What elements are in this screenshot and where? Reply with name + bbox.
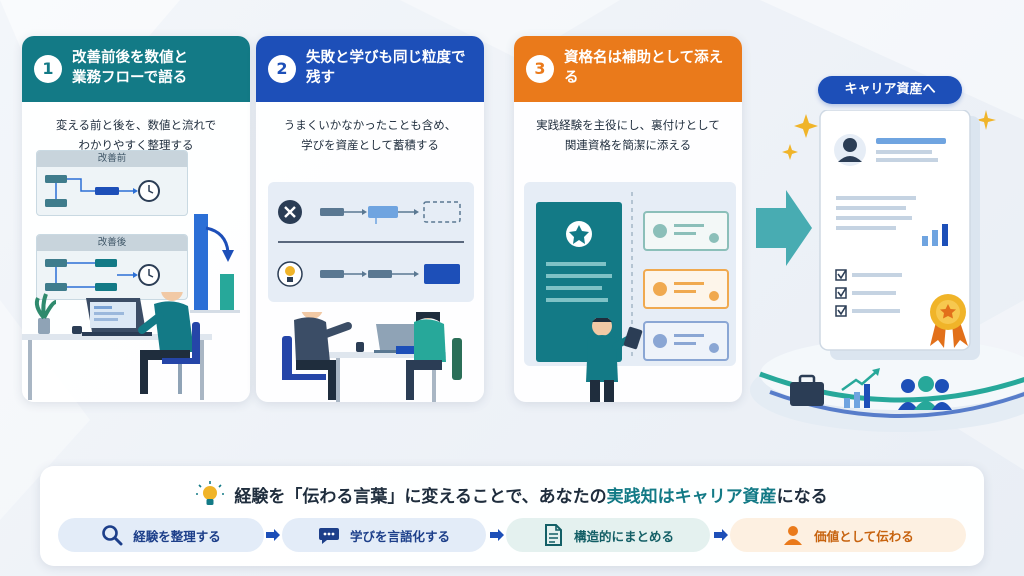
step-3-description: 実践経験を主役にし、裏付けとして 関連資格を簡潔に添える [536, 118, 720, 152]
step-2-title: 失敗と学びも同じ粒度で残す [306, 50, 466, 86]
process-arrow-3 [714, 529, 728, 541]
process-step-value: 価値として伝わる [730, 518, 966, 552]
chat-bubble-icon [318, 528, 339, 544]
process-step-verbalize: 学びを言語化する [282, 518, 486, 552]
step-1-header: 1 改善前後を数値と 業務フローで語る [22, 36, 250, 102]
step-1-description: 変える前と後を、数値と流れで わかりやすく整理する [55, 118, 217, 152]
before-flow-panel: 改善前 [36, 150, 188, 216]
career-asset-illustration [750, 110, 1024, 432]
step-1-title: 改善前後を数値と 業務フローで語る [72, 50, 188, 86]
after-flow-diagram [45, 259, 160, 291]
person-icon [784, 526, 803, 545]
sparkle-icon [794, 114, 818, 138]
decrease-bar-chart [190, 214, 240, 313]
star-icon [569, 225, 589, 244]
after-flow-panel: 改善後 [36, 234, 188, 300]
step-2-illustration [256, 172, 484, 402]
step-2-number: 2 [268, 55, 296, 83]
certificate-card-1 [643, 211, 729, 251]
arrow-right-icon [756, 190, 812, 266]
process-step-organize: 経験を整理する [58, 518, 264, 552]
step-1-illustration: 改善前 改善後 [22, 150, 250, 402]
worker-at-desk-illustration [22, 292, 212, 400]
step-3-illustration [514, 172, 742, 402]
team-icon [898, 376, 952, 410]
document-icon [544, 524, 562, 546]
step-card-3: 3 資格名は補助として添える 実践経験を主役にし、裏付けとして 関連資格を簡潔に… [514, 36, 742, 402]
meeting-illustration [282, 312, 462, 402]
after-tag: 改善後 [37, 235, 187, 251]
step-3-title: 資格名は補助として添える [564, 50, 724, 86]
certificate-card-3 [643, 321, 729, 361]
process-step-value-label: 価値として伝わる [814, 528, 914, 544]
headline-text-pre: 経験を「伝わる言葉」に変えることで、あなたの [234, 486, 607, 507]
step-card-1: 1 改善前後を数値と 業務フローで語る 変える前と後を、数値と流れで わかりやす… [22, 36, 250, 402]
process-step-organize-label: 経験を整理する [133, 528, 221, 544]
lightbulb-icon [196, 481, 225, 505]
process-step-structure: 構造的にまとめる [506, 518, 710, 552]
process-step-verbalize-label: 学びを言語化する [349, 528, 450, 544]
step-2-header: 2 失敗と学びも同じ粒度で残す [256, 36, 484, 102]
search-icon [102, 525, 123, 546]
summary-banner: 経験を「伝わる言葉」に変えることで、あなたの実践知はキャリア資産になる 経験を整… [40, 466, 984, 566]
step-1-number: 1 [34, 55, 62, 83]
process-arrow-1 [266, 529, 280, 541]
process-arrow-2 [490, 529, 504, 541]
step-3-number: 3 [526, 55, 554, 83]
step-2-description: うまくいかなかったことも含め、 学びを資産として蓄積する [283, 118, 457, 152]
step-3-header: 3 資格名は補助として添える [514, 36, 742, 102]
before-flow-diagram [45, 175, 160, 207]
headline-text-post: になる [776, 486, 828, 507]
summary-headline: 経験を「伝わる言葉」に変えることで、あなたの実践知はキャリア資産になる [40, 480, 984, 508]
step-card-2: 2 失敗と学びも同じ粒度で残す うまくいかなかったことも含め、 学びを資産として… [256, 36, 484, 402]
certificate-card-2 [643, 269, 729, 309]
headline-highlight: 実践知はキャリア資産 [606, 486, 777, 507]
process-step-structure-label: 構造的にまとめる [573, 528, 674, 544]
before-tag: 改善前 [37, 151, 187, 167]
failure-learning-diagram [268, 182, 474, 302]
growth-chart-icon [841, 368, 880, 408]
briefcase-icon [790, 374, 824, 406]
man-with-tablet-illustration [586, 318, 643, 402]
career-asset-label: キャリア資産へ [818, 76, 962, 104]
